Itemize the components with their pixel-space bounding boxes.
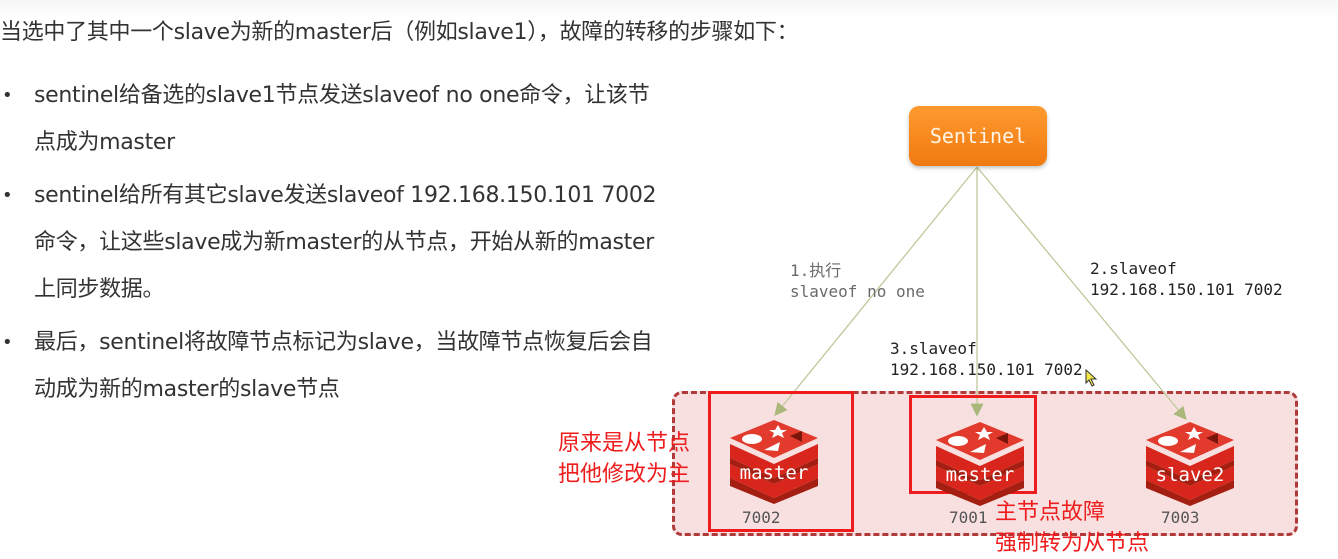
edge-label-line: slaveof no one [790,282,925,301]
edge-label-line: 2.slaveof [1090,259,1177,278]
edge-to-7003 [976,166,1187,421]
annotation-left: 原来是从节点 把他修改为主 [558,428,690,490]
edge-to-7002 [774,166,978,417]
sentinel-node: Sentinel [909,106,1047,166]
bullet-item: • sentinel给所有其它slave发送slaveof 192.168.15… [0,172,740,313]
bullet-item: • sentinel给备选的slave1节点发送slaveof no one命令… [0,72,740,166]
bullet-line: 最后，sentinel将故障节点标记为slave，当故障节点恢复后会自 [34,330,653,355]
annotation-line: 把他修改为主 [558,462,691,487]
bullet-dot-icon: • [2,332,13,353]
annotation-line: 主节点故障 [995,500,1106,525]
edge-label-2: 2.slaveof 192.168.150.101 7002 [1090,258,1283,300]
annotation-line: 强制转为从节点 [995,531,1150,556]
edge-label-3: 3.slaveof 192.168.150.101 7002 [890,338,1083,380]
bullet-item: • 最后，sentinel将故障节点标记为slave，当故障节点恢复后会自 动成… [0,319,740,413]
edge-label-line: 3.slaveof [890,339,977,358]
bullet-line: 点成为master [34,130,175,155]
edge-label-line: 192.168.150.101 7002 [1090,280,1283,299]
bullet-dot-icon: • [2,85,13,106]
node-role-label: master [945,464,1015,486]
redis-logo-icon [730,420,818,504]
node-role-label: slave2 [1155,464,1225,486]
node-role-label: master [739,462,809,484]
edge-label-1: 1.执行 slaveof no one [790,260,925,302]
bullet-line: sentinel给备选的slave1节点发送slaveof no one命令，让… [34,83,650,108]
edge-label-line: 1.执行 [790,261,842,280]
redis-node-7002: master [726,420,822,504]
redis-node-7001: master [932,422,1028,506]
mouse-cursor-icon [1085,369,1098,387]
node-port-label: 7002 [742,508,781,527]
redis-logo-icon [1146,422,1234,506]
redis-node-7003: slave2 [1142,422,1238,506]
annotation-bottom: 主节点故障 强制转为从节点 [995,497,1149,559]
bullet-line: 上同步数据。 [34,277,165,302]
bullet-line: 命令，让这些slave成为新master的从节点，开始从新的master [34,230,654,255]
redis-logo-icon [936,422,1024,506]
intro-text: 当选中了其中一个slave为新的master后（例如slave1），故障的转移的… [0,20,799,45]
bullet-list: • sentinel给备选的slave1节点发送slaveof no one命令… [0,72,740,419]
annotation-line: 原来是从节点 [558,431,691,456]
edge-label-line: 192.168.150.101 7002 [890,360,1083,379]
highlight-box-7002 [708,391,854,532]
bullet-dot-icon: • [2,185,13,206]
top-shadow [0,0,1338,18]
bullet-line: sentinel给所有其它slave发送slaveof 192.168.150.… [34,183,657,208]
node-port-label: 7003 [1161,508,1200,527]
bullet-line: 动成为新的master的slave节点 [34,377,340,402]
node-port-label: 7001 [949,508,988,527]
